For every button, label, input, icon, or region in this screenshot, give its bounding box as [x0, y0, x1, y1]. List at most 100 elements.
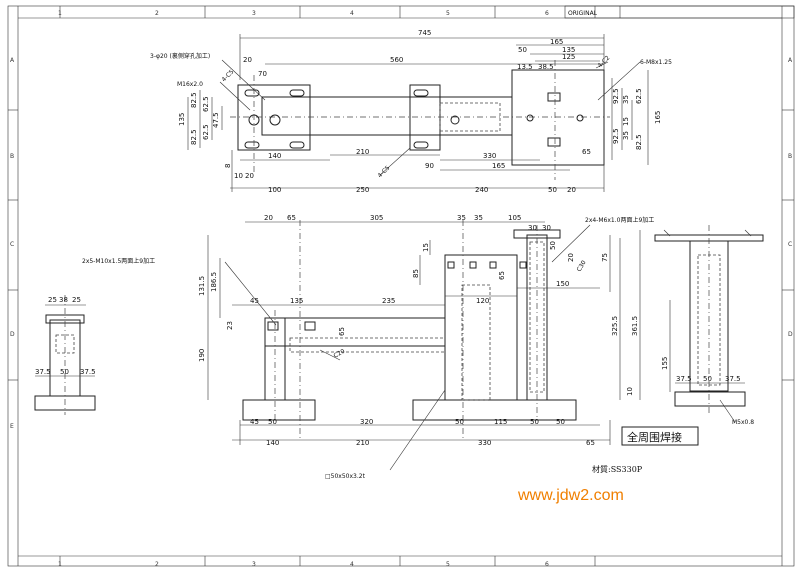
- dim-front-305: 305: [370, 214, 383, 222]
- dim-ls-37-5b: 37.5: [80, 368, 96, 376]
- dim-front-45: 45: [250, 297, 259, 305]
- dim-front-65b: 65: [338, 327, 346, 336]
- grid-col-1-bottom: 1: [58, 561, 62, 568]
- note-c30: C30: [576, 259, 588, 273]
- dim-front-120: 120: [476, 297, 489, 305]
- grid-col-3: 3: [252, 10, 256, 17]
- dim-front-65c: 65: [498, 271, 506, 280]
- dim-base-50c: 50: [530, 418, 539, 426]
- dim-top-90: 90: [425, 162, 434, 170]
- dim-right-165: 165: [654, 111, 662, 124]
- dim-right-35b: 35: [622, 131, 630, 140]
- note-m6: 2x4-M6x1.0两面上9加工: [585, 216, 654, 224]
- grid-col-5-bottom: 5: [446, 561, 450, 568]
- dim-front-23: 23: [226, 321, 234, 330]
- dim-top-100: 100: [268, 186, 281, 194]
- dim-top-50b: 50: [548, 186, 557, 194]
- dim-ls-25: 25: [48, 296, 57, 304]
- dim-top-165b: 165: [492, 162, 505, 170]
- dim-front-30: 30: [528, 224, 537, 232]
- grid-col-1: 1: [58, 10, 62, 17]
- original-label: ORIGINAL: [568, 10, 598, 17]
- dim-base-115: 115: [494, 418, 507, 426]
- dim-front-35b: 35: [474, 214, 483, 222]
- dim-left-62-5b: 62.5: [202, 124, 210, 140]
- dim-front-65: 65: [287, 214, 296, 222]
- drawing-frame: [7, 5, 795, 567]
- dim-top-10: 10: [234, 172, 243, 180]
- dim-top-20: 20: [243, 56, 252, 64]
- grid-col-5: 5: [446, 10, 450, 17]
- dim-top-38-5: 38.5: [538, 63, 554, 71]
- dim-ls-38: 38: [59, 296, 68, 304]
- dim-top-140: 140: [268, 152, 281, 160]
- dim-top-70: 70: [258, 70, 267, 78]
- dim-front-35a: 35: [457, 214, 466, 222]
- dim-right-92-5b: 92.5: [612, 128, 620, 144]
- dim-rs-50: 50: [703, 375, 712, 383]
- dim-front-190: 190: [198, 349, 206, 362]
- dim-top-250: 250: [356, 186, 369, 194]
- right-side-view: [654, 225, 764, 423]
- dim-top-50: 50: [518, 46, 527, 54]
- note-m5: M5x0.8: [732, 419, 754, 426]
- dim-front-186-5: 186.5: [210, 272, 218, 292]
- dim-top-20c: 20: [567, 186, 576, 194]
- grid-row-b: B: [10, 153, 14, 160]
- dim-base-210: 210: [356, 439, 369, 447]
- note-m16: M16x2.0: [177, 81, 203, 88]
- dim-front-150: 150: [556, 280, 569, 288]
- dim-right-92-5: 92.5: [612, 88, 620, 104]
- grid-row-d: D: [10, 331, 15, 338]
- dim-front-50: 50: [549, 241, 557, 250]
- dim-right-62-5: 62.5: [635, 88, 643, 104]
- grid-row-e: E: [10, 423, 14, 430]
- dim-top-240: 240: [475, 186, 488, 194]
- grid-row-a-right: A: [788, 57, 793, 64]
- note-m8: 6-M8x1.25: [640, 59, 672, 66]
- weld-note: 全周围焊接: [627, 430, 682, 444]
- dim-top-330: 330: [483, 152, 496, 160]
- note-tube: □50x50x3.2t: [325, 473, 366, 480]
- dim-base-50d: 50: [556, 418, 565, 426]
- dim-left-62-5: 62.5: [202, 96, 210, 112]
- grid-col-6: 6: [545, 10, 549, 17]
- note-c20: C20: [333, 348, 347, 360]
- note-m10: 2x5-M10x1.5两面上9加工: [82, 257, 155, 265]
- weld-note-box: 全周围焊接: [621, 426, 699, 446]
- grid-col-2: 2: [155, 10, 159, 17]
- grid-row-c: C: [10, 241, 14, 248]
- dim-base-45: 45: [250, 418, 259, 426]
- dim-front-135: 135: [290, 297, 303, 305]
- dim-base-330: 330: [478, 439, 491, 447]
- grid-row-d-right: D: [788, 331, 793, 338]
- right-side-labels: 155 37.5 50 37.5 M5x0.8: [661, 357, 754, 426]
- grid-col-4-bottom: 4: [350, 561, 354, 568]
- dim-left-82-5b: 82.5: [190, 129, 198, 145]
- dim-top-560: 560: [390, 56, 403, 64]
- grid-row-b-right: B: [788, 153, 792, 160]
- dim-top-65: 65: [582, 148, 591, 156]
- dim-front-131-5: 131.5: [198, 276, 206, 296]
- left-side-view: [34, 295, 96, 415]
- dim-front-20: 20: [264, 214, 273, 222]
- material-note: 材質:SS330P: [592, 464, 643, 474]
- dim-right-82-5: 82.5: [635, 134, 643, 150]
- dim-rs-37-5: 37.5: [676, 375, 692, 383]
- watermark: www.jdw2.com: [517, 487, 624, 504]
- dim-ls-37-5: 37.5: [35, 368, 51, 376]
- grid-col-6-bottom: 6: [545, 561, 549, 568]
- dim-top-overall: 745: [418, 29, 431, 37]
- dim-top-135: 135: [562, 46, 575, 54]
- dim-left-8: 8: [224, 164, 232, 168]
- dim-top-210: 210: [356, 148, 369, 156]
- dim-base-320: 320: [360, 418, 373, 426]
- front-view: [207, 220, 641, 471]
- dim-top-13-5: 13.5: [517, 63, 533, 71]
- dim-ls-50: 50: [60, 368, 69, 376]
- dim-top-125: 125: [562, 53, 575, 61]
- grid-row-a: A: [10, 57, 15, 64]
- dim-left-135: 135: [178, 113, 186, 126]
- dim-front-105: 105: [508, 214, 521, 222]
